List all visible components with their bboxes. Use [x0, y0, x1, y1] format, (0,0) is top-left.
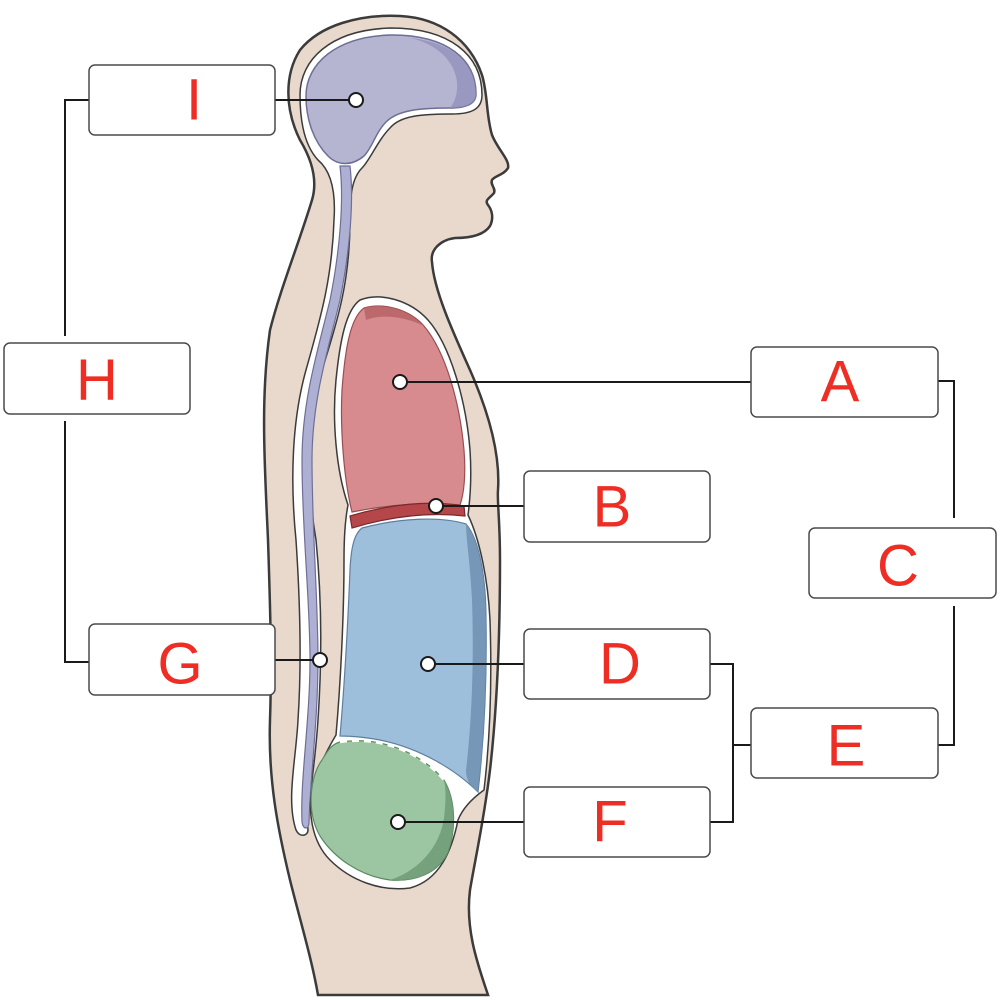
label-text-f: F [592, 790, 627, 855]
thoracic-shading [364, 306, 424, 326]
pelvic-shading [390, 780, 454, 881]
bracket-left-lower [64, 421, 90, 663]
label-box-a[interactable]: A [750, 346, 939, 418]
bracket-left-upper [64, 99, 90, 336]
label-box-h[interactable]: H [3, 342, 191, 415]
bracket-d-f [710, 663, 734, 823]
label-box-b[interactable]: B [523, 470, 711, 543]
brain [305, 34, 477, 165]
label-box-g[interactable]: G [88, 623, 276, 697]
label-box-e[interactable]: E [750, 707, 939, 779]
label-box-c[interactable]: C [808, 527, 997, 599]
pin-d [420, 656, 436, 672]
pin-f [390, 814, 406, 830]
label-text-i: I [186, 68, 202, 133]
abdominopelvic-boundary [339, 739, 445, 781]
pin-b [428, 498, 444, 514]
pin-a [392, 374, 408, 390]
abdominal-shading [466, 524, 487, 792]
label-text-h: H [76, 348, 118, 413]
label-text-e: E [827, 714, 866, 779]
label-box-i[interactable]: I [88, 64, 276, 136]
bracket-right-lower [938, 606, 955, 746]
brain-shading [410, 38, 476, 108]
label-text-c: C [877, 534, 919, 599]
label-box-f[interactable]: F [523, 786, 711, 858]
pin-g [312, 652, 328, 668]
label-text-a: A [821, 350, 860, 415]
pin-i [348, 92, 364, 108]
bracket-right-upper [938, 380, 955, 518]
label-text-d: D [599, 632, 641, 697]
label-text-g: G [157, 632, 202, 697]
label-box-d[interactable]: D [523, 628, 711, 700]
label-text-b: B [593, 475, 632, 540]
